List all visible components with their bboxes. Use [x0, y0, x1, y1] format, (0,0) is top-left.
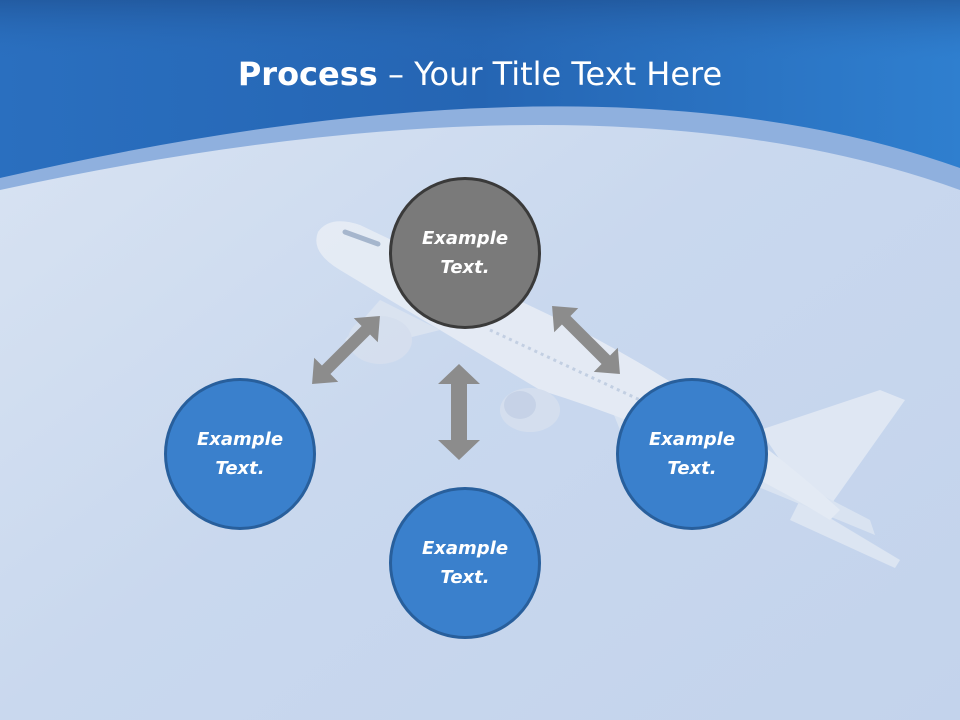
title-rest: Your Title Text Here [414, 55, 723, 93]
node-left-text: Example Text. [196, 429, 284, 479]
process-node-bottom: Example Text. [389, 487, 541, 639]
process-node-top: Example Text. [389, 177, 541, 329]
double-arrow-icon-vertical [438, 364, 480, 460]
node-right-text: Example Text. [648, 429, 736, 479]
double-arrow-icon-top-left [312, 316, 380, 384]
node-top-text: Example Text. [421, 228, 509, 278]
node-bottom-text: Example Text. [421, 538, 509, 588]
title-bold: Process [237, 55, 378, 93]
process-node-right: Example Text. [616, 378, 768, 530]
title-separator: – [377, 55, 415, 93]
double-arrow-icon-top-right [552, 306, 620, 374]
process-node-left: Example Text. [164, 378, 316, 530]
slide-title: Process – Your Title Text Here [0, 52, 960, 96]
